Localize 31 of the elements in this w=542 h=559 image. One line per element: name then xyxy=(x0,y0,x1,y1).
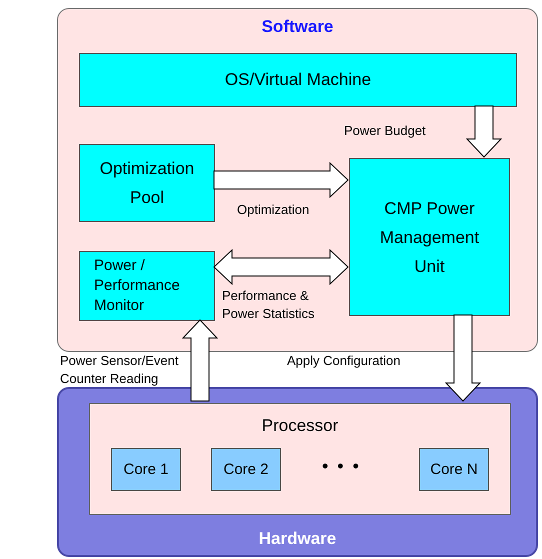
panel-title: Hardware xyxy=(258,529,336,549)
process-box xyxy=(79,144,215,222)
edge-label: Power Sensor/Event Counter Reading xyxy=(60,352,180,388)
edge-label: Apply Configuration xyxy=(287,352,402,370)
core-box xyxy=(111,448,181,491)
block-arrow xyxy=(213,248,349,286)
block-arrow xyxy=(466,106,502,158)
node-label: CMP Power Management Unit xyxy=(378,198,480,278)
hardware-panel xyxy=(57,387,538,557)
panel-title: Software xyxy=(262,17,334,37)
edge-label: Performance & Power Statistics xyxy=(222,287,316,323)
block-arrow xyxy=(444,314,482,402)
node-label: Core 1 xyxy=(123,460,169,480)
core-box xyxy=(211,448,281,491)
node-label: Core N xyxy=(430,460,478,480)
node-label: Processor xyxy=(262,416,338,436)
process-box xyxy=(79,251,215,321)
node-label: Power / Performance Monitor xyxy=(94,256,181,316)
block-arrow xyxy=(182,319,218,402)
edge-label: Optimization xyxy=(237,201,310,219)
processor-box xyxy=(89,403,511,515)
core-box xyxy=(419,448,489,491)
software-panel xyxy=(57,8,538,352)
process-box xyxy=(79,53,517,107)
process-box xyxy=(349,158,510,316)
ellipsis-label: • • • xyxy=(322,456,361,477)
node-label: OS/Virtual Machine xyxy=(224,70,372,90)
node-label: Optimization Pool xyxy=(98,158,196,209)
edge-label: Power Budget xyxy=(344,122,427,140)
block-arrow xyxy=(214,162,349,198)
node-label: Core 2 xyxy=(223,460,269,480)
